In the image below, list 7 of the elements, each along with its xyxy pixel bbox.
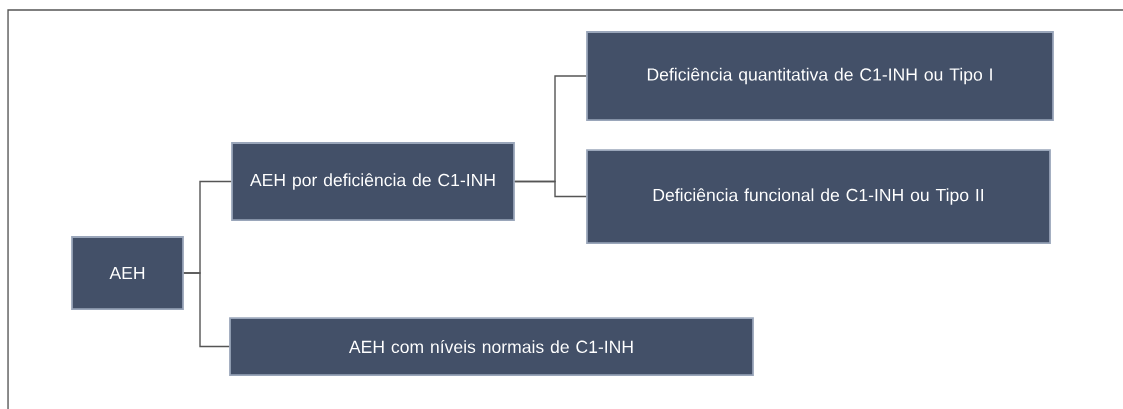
connector-line [514, 180, 587, 198]
connector-line [183, 272, 230, 348]
category-box: Deficiência funcional de C1-INH ou Tipo II [586, 149, 1051, 244]
category-box: Deficiência quantitativa de C1-INH ou Tipo I [586, 31, 1054, 121]
category-box: AEH por deficiência de C1-INH [231, 142, 515, 221]
category-box: AEH com níveis normais de C1-INH [229, 317, 754, 376]
category-box: AEH [71, 236, 184, 310]
